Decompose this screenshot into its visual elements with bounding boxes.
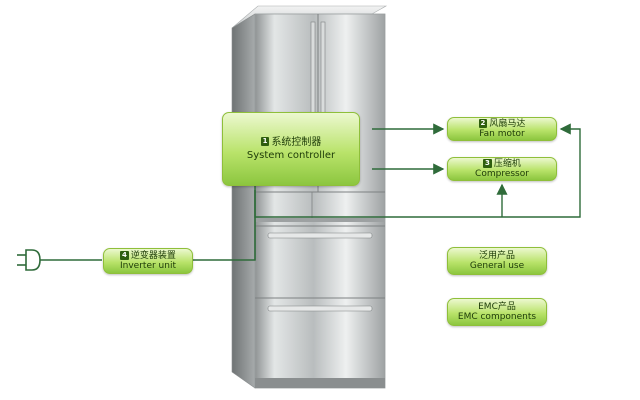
general-use-label-cn: 泛用产品 bbox=[478, 250, 515, 261]
compressor-number: 3 bbox=[483, 158, 492, 168]
inverter-number: 4 bbox=[120, 250, 129, 260]
emc-label-en: EMC components bbox=[457, 312, 537, 322]
compressor-label-cn: 压缩机 bbox=[493, 158, 521, 169]
compressor-label-en: Compressor bbox=[475, 169, 529, 179]
general-use-box: 泛用产品 General use bbox=[447, 247, 547, 275]
emc-components-box: EMC产品 EMC components bbox=[447, 298, 547, 326]
power-plug-icon bbox=[17, 249, 41, 271]
inverter-label-cn: 逆变器装置 bbox=[130, 250, 176, 261]
controller-label-cn: 系统控制器 bbox=[271, 136, 322, 148]
emc-label-cn: EMC产品 bbox=[478, 301, 516, 312]
connector-lines bbox=[40, 123, 581, 261]
fan-motor-number: 2 bbox=[478, 118, 488, 128]
controller-number: 1 bbox=[260, 137, 270, 146]
refrigerator-illustration bbox=[231, 5, 388, 389]
general-use-label-en: General use bbox=[469, 261, 525, 271]
fan-motor-label-en: Fan motor bbox=[479, 129, 525, 139]
controller-label-en: System controller bbox=[246, 150, 336, 161]
fan-motor-label-cn: 风扇马达 bbox=[489, 118, 526, 129]
inverter-label-en: Inverter unit bbox=[120, 261, 176, 271]
